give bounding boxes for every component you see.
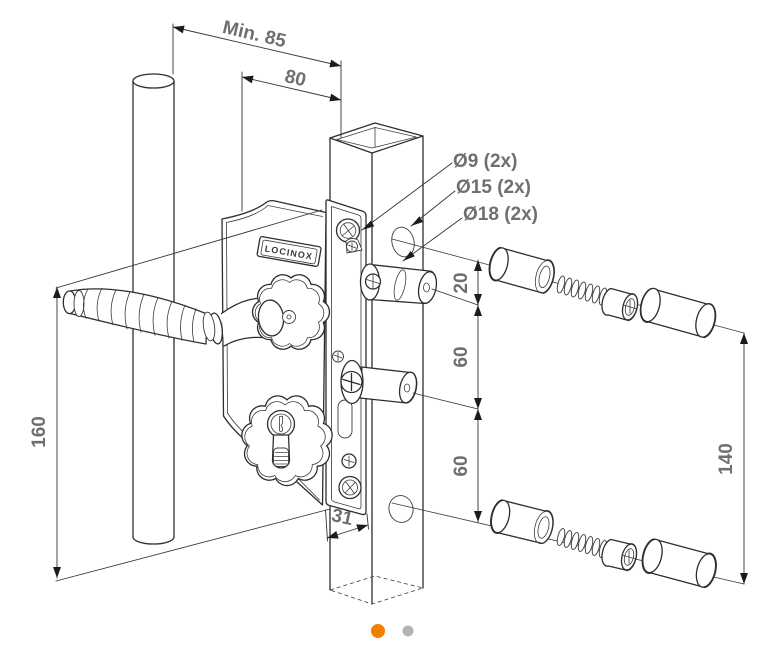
dimension-140: 140 [716, 332, 748, 585]
face-plate-slot [337, 399, 353, 439]
dim-label-hole18: Ø18 (2x) [463, 204, 538, 225]
dim-label-160: 160 [29, 416, 50, 448]
handle-grip [62, 287, 208, 345]
spacer-tube-lower [490, 499, 554, 545]
dimension-min85: Min. 85 [172, 17, 342, 139]
screw-lower [556, 528, 638, 572]
dim-label-80: 80 [283, 66, 308, 91]
dimension-31: 31 [325, 505, 369, 542]
carousel-pagination [371, 624, 414, 638]
lock-face-plate [325, 199, 367, 516]
lower-latch-pin [340, 359, 418, 405]
keyhole [279, 416, 283, 432]
fastener-set-lower [490, 499, 717, 589]
bottom-screw [338, 475, 362, 500]
dim-label-60-upper: 60 [451, 346, 472, 367]
upper-latch-pin [345, 238, 438, 305]
handle-rosette [251, 274, 331, 350]
dim-label-60-lower: 60 [451, 455, 472, 476]
spacer-tube-lower-right [641, 538, 717, 589]
post-hole-lower [388, 495, 414, 523]
locinox-badge: LOCINOX [256, 236, 322, 267]
dimension-80: 80 [241, 66, 342, 212]
dim-label-31: 31 [330, 505, 355, 530]
grip-twist-lines [83, 287, 197, 343]
fastener-set-upper [488, 246, 717, 339]
dim-label-hole15: Ø15 (2x) [456, 177, 531, 198]
dim-label-140: 140 [716, 443, 737, 475]
cylinder-knurl [273, 447, 289, 467]
lower-small-screw [341, 453, 357, 469]
dim-label-min85: Min. 85 [221, 17, 289, 52]
dimension-hole-callouts: Ø9 (2x) Ø15 (2x) Ø18 (2x) [361, 151, 538, 262]
carousel-dot-inactive[interactable] [402, 625, 414, 637]
carousel-dot-active[interactable] [371, 624, 385, 638]
dim-label-20: 20 [451, 272, 472, 293]
spacer-tube-upper [488, 246, 555, 294]
screw-upper [556, 275, 639, 322]
cylinder-cover [241, 395, 333, 487]
mid-small-screw [332, 350, 344, 363]
post-bottom-opening [328, 575, 425, 605]
spacer-tube-upper-right [639, 287, 717, 339]
top-screw [335, 218, 361, 243]
dimension-chain-right: 20 60 60 [412, 259, 482, 523]
euro-cylinder [266, 409, 296, 469]
dim-label-hole9: Ø9 (2x) [453, 151, 517, 172]
dimension-160: 160 [29, 209, 331, 582]
